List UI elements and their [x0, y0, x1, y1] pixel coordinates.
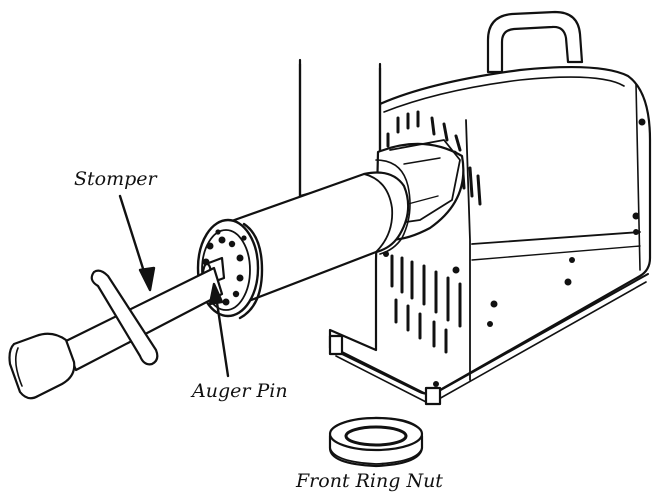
stomper-arrow: [118, 194, 148, 280]
callout-arrows: [118, 194, 230, 378]
label-stomper: Stomper: [74, 168, 157, 190]
stomper-arrowhead: [138, 266, 156, 292]
front-ring-nut: [328, 416, 424, 468]
label-front-ring-nut: Front Ring Nut: [296, 470, 443, 492]
auger-arrowhead: [208, 282, 224, 306]
carry-handle: [486, 10, 584, 74]
auger-arrow: [214, 294, 230, 378]
stomper: [8, 266, 224, 400]
label-auger-pin: Auger Pin: [192, 380, 288, 402]
